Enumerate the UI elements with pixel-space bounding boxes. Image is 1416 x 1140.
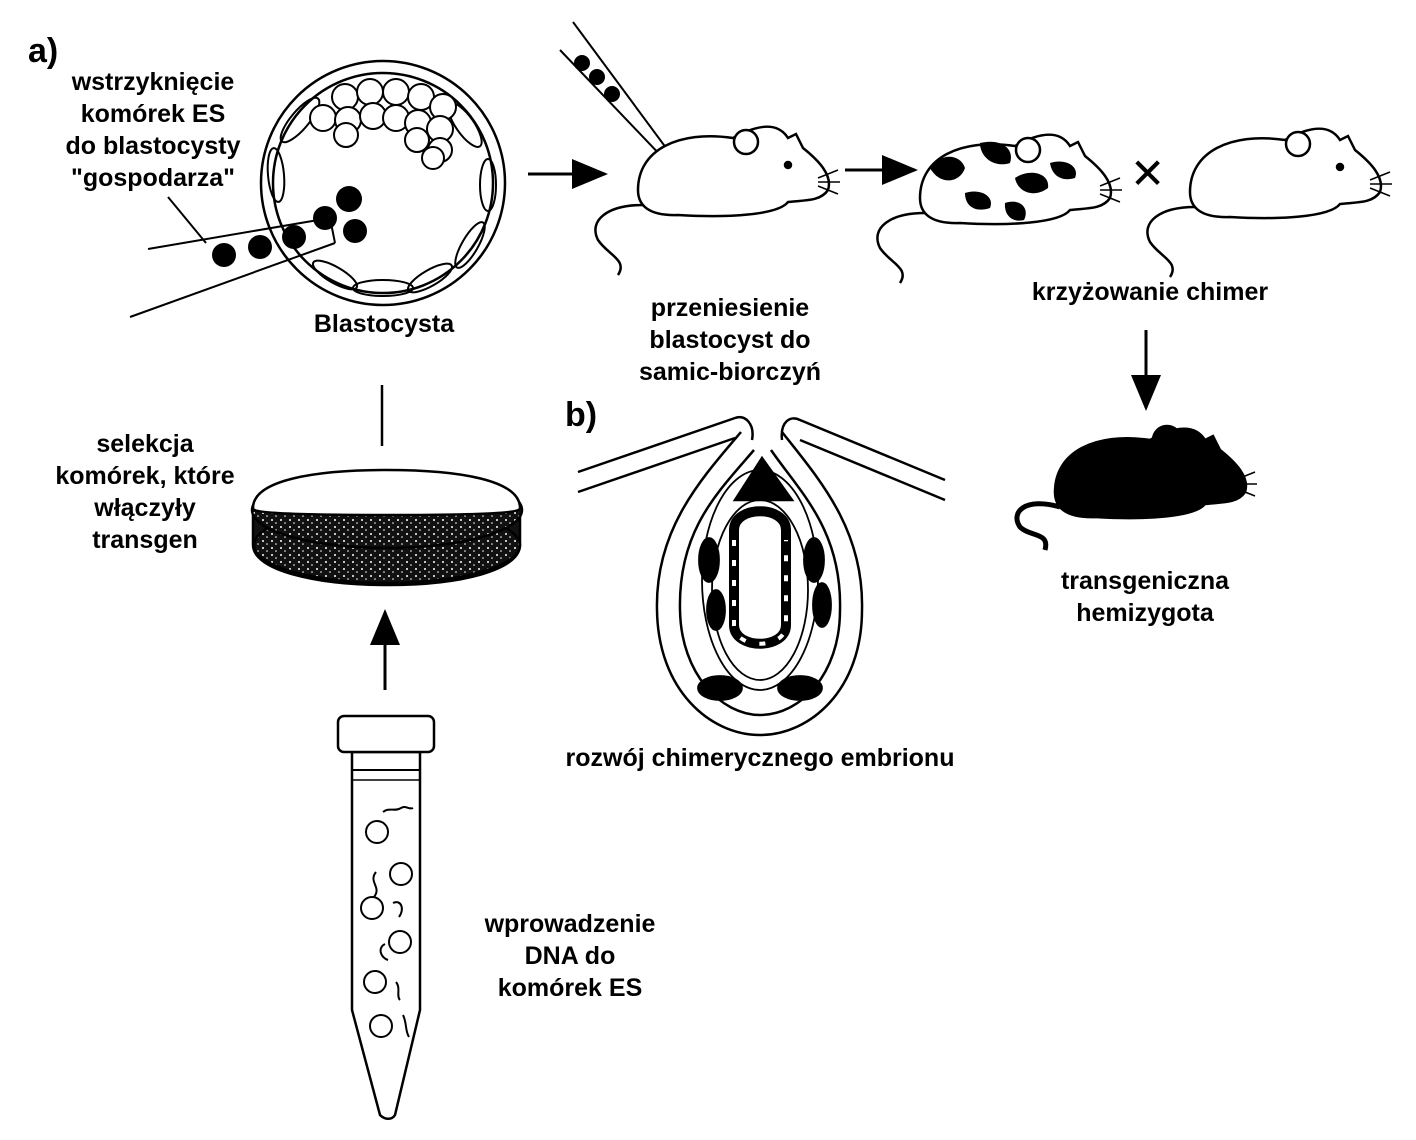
recipient-mouse [594,125,840,276]
label-selection-line4: transgen [92,526,198,554]
label-hemizygote-line2: hemizygota [1076,599,1214,627]
label-injection-line2: komórek ES [80,100,226,128]
blastocyst [259,59,507,307]
embryo-cell-layers [697,469,832,701]
label-crossing: krzyżowanie chimer [1031,278,1269,306]
chimera-mouse [876,133,1122,284]
label-blastocyst: Blastocysta [313,310,455,338]
label-transfer-line2: blastocyst do [649,326,811,354]
panel-label-b: b) [565,396,598,434]
transfer-pipette [559,21,676,161]
label-injection-line1: wstrzyknięcie [71,68,235,96]
label-injection: wstrzyknięcie komórek ES do blastocysty … [48,66,258,194]
injected-es-cells [313,186,367,243]
label-transfer-line1: przeniesienie [650,294,810,322]
label-selection-line3: włączyły [94,494,196,522]
implanted-embryo [577,415,946,737]
transgenic-mouse [1014,424,1257,551]
chimera-patches [930,141,1076,221]
label-selection: selekcja komórek, które włączyły transge… [40,428,250,556]
petri-dish [250,468,524,587]
es-cells-and-dna [360,806,414,1038]
label-transfer-line3: samic-biorczyń [638,358,821,386]
label-selection-line2: komórek, które [55,462,235,490]
label-dna-intro: wprowadzenie DNA do komórek ES [460,908,680,1004]
label-dna-intro-line1: wprowadzenie [484,910,656,938]
label-transfer: przeniesienie blastocyst do samic-biorcz… [610,292,850,388]
panel-label-a: a) [28,32,59,70]
test-tube [336,714,436,1120]
cross-symbol: ✕ [1130,149,1165,198]
label-selection-line1: selekcja [96,430,194,458]
label-hemizygote-line1: transgeniczna [1060,567,1230,595]
label-development: rozwój chimerycznego embrionu [565,744,955,772]
injection-pipette [129,196,336,318]
label-injection-line4: "gospodarza" [70,164,235,192]
arrows [370,155,1161,690]
inner-cell-mass [309,78,457,170]
label-injection-line3: do blastocysty [65,132,241,160]
label-dna-intro-line2: DNA do [524,942,616,970]
partner-mouse [1146,127,1392,278]
label-hemizygote: transgeniczna hemizygota [1030,565,1260,629]
label-dna-intro-line3: komórek ES [497,974,643,1002]
